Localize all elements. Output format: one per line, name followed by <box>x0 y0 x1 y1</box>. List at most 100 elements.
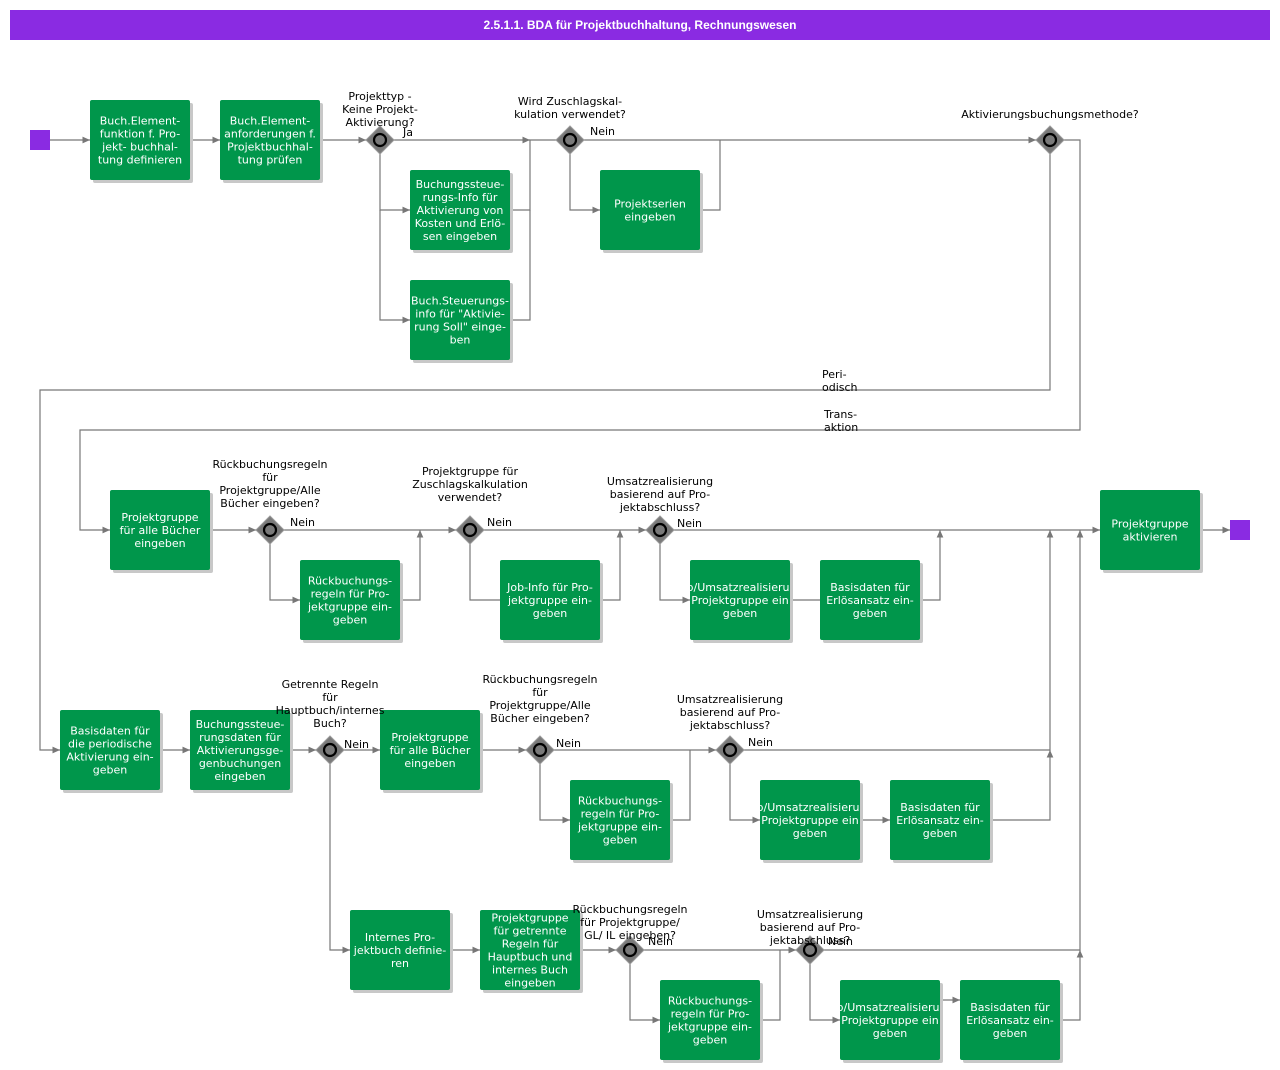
task-label: Buchungssteue- <box>196 718 285 731</box>
flow-edge <box>569 154 600 214</box>
task-label: regeln für Pro- <box>581 808 660 821</box>
task-t1: Buch.Element-funktion f. Pro-jekt- buchh… <box>90 100 193 183</box>
task-label: rungs-Info für <box>423 191 498 204</box>
gateway-g4 <box>255 515 285 545</box>
flow-edge <box>379 154 410 214</box>
flow-edge <box>539 764 570 824</box>
flow-edge <box>729 764 760 824</box>
gateway-question: Hauptbuch/internes <box>276 704 385 717</box>
task-label: info für "Aktivie- <box>415 308 505 321</box>
task-label: geben <box>923 827 958 840</box>
task-label: Projektgruppe <box>491 912 568 925</box>
edge-label: Nein <box>344 738 369 751</box>
task-label: Rückbuchungs- <box>308 575 392 588</box>
gateway-question: Rückbuchungsregeln <box>213 458 328 471</box>
edge-label: Nein <box>487 516 512 529</box>
gateway-g5 <box>455 515 485 545</box>
gateway-question: Aktivierung? <box>346 116 415 129</box>
task-label: geben <box>993 1027 1028 1040</box>
task-label: Aktivierung von <box>417 204 504 217</box>
gateway-g2 <box>555 125 585 155</box>
flow-edge <box>809 964 840 1024</box>
task-label: geben <box>693 1034 728 1047</box>
task-t13: Buchungssteue-rungsdaten fürAktivierungs… <box>190 710 293 793</box>
gateway-question: Bücher eingeben? <box>490 712 590 725</box>
edge-label: Trans- <box>823 408 857 421</box>
flow-edge <box>79 139 1081 534</box>
task-label: Regeln für <box>502 938 559 951</box>
gateway-question: Rückbuchungsregeln <box>573 903 688 916</box>
task-label: Projektgruppe ein <box>761 814 858 827</box>
task-label: Projektbuchhal- <box>227 141 313 154</box>
flow-edge <box>659 544 690 604</box>
task-label: Buchungssteue- <box>416 178 505 191</box>
gateway-g9 <box>715 735 745 765</box>
edge-label: Nein <box>648 935 673 948</box>
task-label: sen eingeben <box>423 230 497 243</box>
gateway-question: basierend auf Pro- <box>680 706 781 719</box>
task-label: Projektgruppe <box>1111 518 1188 531</box>
task-label: Buch.Element- <box>100 115 181 128</box>
gateway-question: Projektgruppe/Alle <box>489 699 591 712</box>
gateway-question: basierend auf Pro- <box>610 488 711 501</box>
task-t8: Job-Info für Pro-jektgruppe ein-geben <box>500 560 603 643</box>
flow-edge <box>469 544 500 601</box>
gateway-question: kulation verwendet? <box>514 108 626 121</box>
task-label: regeln für Pro- <box>671 1008 750 1021</box>
flow-edge <box>990 750 1054 821</box>
flow-edge <box>510 139 556 211</box>
task-label: Basisdaten für <box>830 581 910 594</box>
task-label: Erlösansatz ein- <box>826 594 914 607</box>
gateway-question: jektabschluss? <box>619 501 700 514</box>
flow-edge <box>629 964 660 1024</box>
task-label: Job/Umsatzrealisierung <box>826 1001 954 1014</box>
task-label: geben <box>93 764 128 777</box>
gateway-question: GL/ IL eingeben? <box>584 929 676 942</box>
task-label: jektgruppe ein- <box>507 594 592 607</box>
task-label: anforderungen f. <box>224 128 316 141</box>
task-label: Projektgruppe <box>121 511 198 524</box>
edge-label: Nein <box>290 516 315 529</box>
start-event <box>30 130 50 150</box>
task-label: Aktivierung ein- <box>66 751 153 764</box>
task-label: geben <box>333 614 368 627</box>
task-label: geben <box>853 607 888 620</box>
gateway-question: jektabschluss? <box>689 719 770 732</box>
gateway-question: Keine Projekt- <box>342 103 418 116</box>
task-label: Job/Umsatzrealisierung <box>676 581 804 594</box>
gateway-question: Projekttyp - <box>348 90 411 103</box>
task-label: Hauptbuch und <box>488 951 573 964</box>
task-label: Projektgruppe <box>391 731 468 744</box>
gateway-g10 <box>615 935 645 965</box>
task-label: funktion f. Pro- <box>100 128 180 141</box>
task-label: jektgruppe ein- <box>307 601 392 614</box>
edge-label: odisch <box>822 381 858 394</box>
task-label: geben <box>603 834 638 847</box>
task-label: für alle Bücher <box>390 744 471 757</box>
gateway-question: Rückbuchungsregeln <box>483 673 598 686</box>
task-label: Projektgruppe ein <box>691 594 788 607</box>
task-label: jekt- buchhal- <box>101 141 178 154</box>
task-label: jektgruppe ein- <box>577 821 662 834</box>
task-label: geben <box>533 607 568 620</box>
flow-edge <box>600 530 624 601</box>
task-label: geben <box>723 607 758 620</box>
end-event <box>1230 520 1250 540</box>
task-label: rungsdaten für <box>199 731 281 744</box>
gateway-question: Wird Zuschlagskal- <box>518 95 622 108</box>
task-label: Buch.Element- <box>230 115 311 128</box>
gateway-g8 <box>525 735 555 765</box>
edge-label: Nein <box>677 517 702 530</box>
gateway-g11 <box>795 935 825 965</box>
task-label: Internes Pro- <box>365 931 435 944</box>
task-t4: Buch.Steuerungs-info für "Aktivie-rung S… <box>410 280 513 363</box>
edge-label: Ja <box>402 126 413 139</box>
gateway-question: Projektgruppe für <box>422 465 519 478</box>
task-t3: Buchungssteue-rungs-Info fürAktivierung … <box>410 170 513 253</box>
